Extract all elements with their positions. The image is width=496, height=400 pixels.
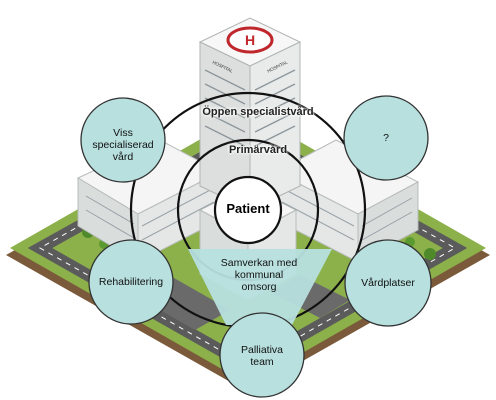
patient-circle: [213, 175, 283, 245]
node-label-bottom: Palliativa team: [240, 344, 284, 369]
ring-label-outer: Öppen specialistvård: [202, 106, 314, 118]
collaboration-funnel: [188, 249, 332, 325]
ring-label-inner: Primärvård: [228, 144, 288, 156]
funnel-label: Samverkan med kommunal omsorg: [220, 257, 298, 294]
node-circle-right: [344, 239, 432, 327]
helipad-sign: H HOSPITAL HOSPITAL: [212, 26, 289, 74]
node-label-top-right: ?: [383, 132, 389, 144]
node-circle-top-left: [80, 97, 166, 183]
node-label-right: Vårdplatser: [361, 277, 415, 289]
center-label: Patient: [226, 201, 270, 216]
node-label-left: Rehabilitering: [98, 276, 164, 288]
hospital-tower: [198, 17, 302, 211]
node-circle-bottom: [219, 312, 305, 398]
node-circle-top-right: [343, 95, 429, 181]
node-label-top-left: Viss specialiserad vård: [92, 127, 154, 164]
node-circle-left: [88, 239, 174, 325]
helipad-letter: H: [245, 32, 255, 48]
satellite-nodes: [80, 95, 432, 398]
